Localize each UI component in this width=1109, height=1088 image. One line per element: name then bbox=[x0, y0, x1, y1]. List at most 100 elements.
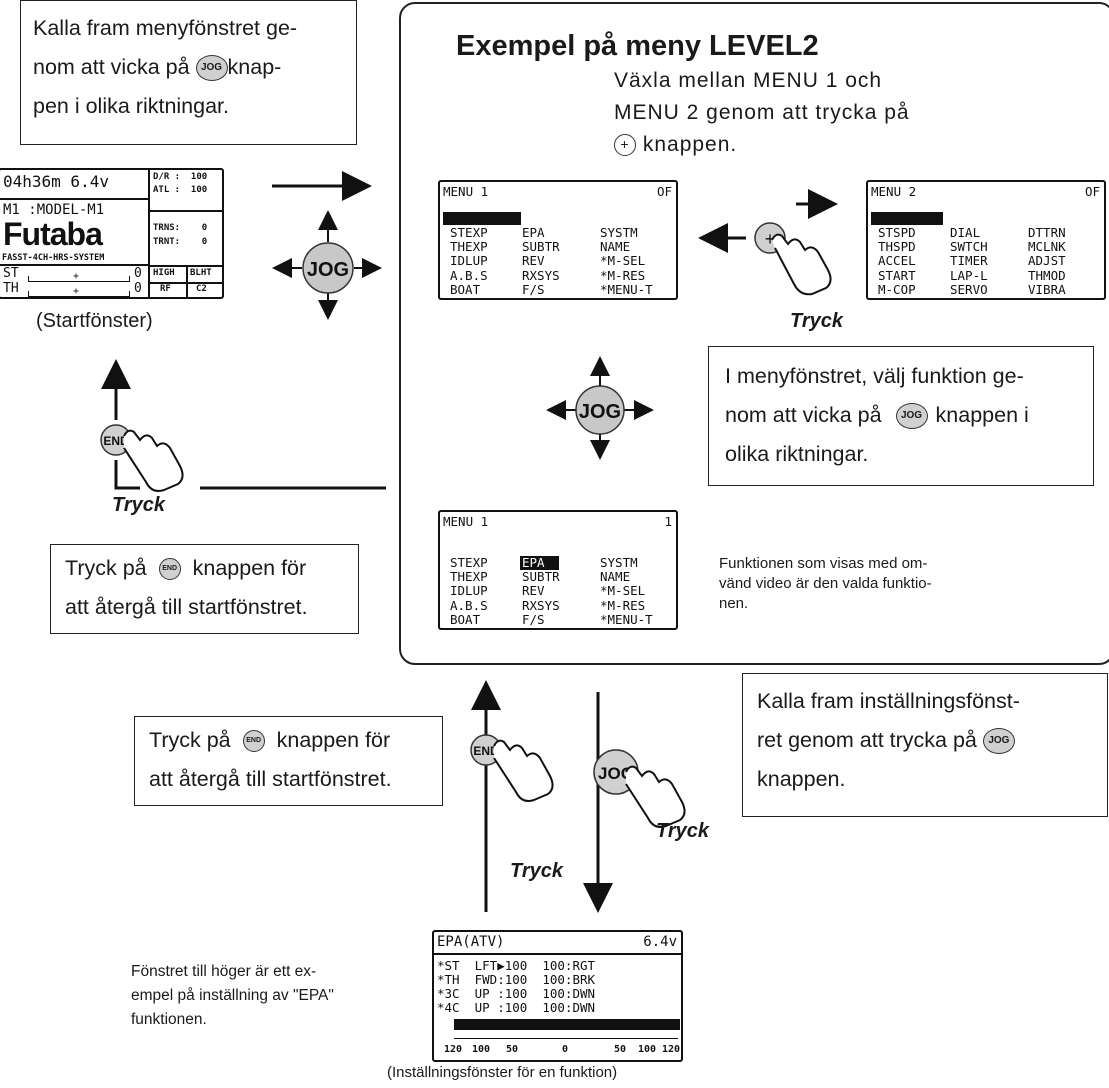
instruction-box-select-function: I menyfönstret, välj funktion ge- nom at… bbox=[708, 346, 1094, 486]
menu1-selected-status: 1 bbox=[664, 514, 672, 529]
start-screen-caption: (Startfönster) bbox=[36, 310, 153, 332]
svg-text:JOG: JOG bbox=[579, 401, 621, 423]
start-dr: D/R : 100 bbox=[153, 172, 208, 182]
menu-item[interactable]: SUBTR bbox=[522, 239, 560, 255]
menu2-status: OF bbox=[1084, 184, 1100, 199]
main-panel bbox=[399, 2, 1109, 665]
menu1-title: MENU 1 bbox=[443, 184, 489, 199]
start-model: M1 :MODEL-M1 bbox=[3, 202, 105, 218]
instruction-box-open-settings: Kalla fram inställningsfönst- ret genom … bbox=[742, 673, 1108, 817]
st-trim-bar bbox=[28, 276, 130, 282]
menu-item[interactable]: REV bbox=[522, 583, 545, 599]
start-high: HIGH bbox=[153, 268, 175, 278]
menu-item[interactable]: ACCEL bbox=[878, 253, 916, 269]
menu1-screen: MENU 1 OF STEXP EPA SYSTM THEXP SUBTR NAME IDL… bbox=[438, 180, 678, 300]
epa-scale-120r: 120 bbox=[662, 1044, 681, 1055]
epa-screen: EPA(ATV) 6.4v *ST LFT▶100 100:RGT *TH FW… bbox=[432, 930, 683, 1062]
end-button-press-icon: END bbox=[100, 424, 184, 492]
jog-button-icon: JOG bbox=[895, 403, 928, 430]
menu-item[interactable]: MCLNK bbox=[1028, 239, 1066, 255]
jog-button-icon: JOG bbox=[195, 55, 228, 82]
plus-button-press-icon: + bbox=[754, 222, 832, 296]
menu-item[interactable]: ADJST bbox=[1028, 253, 1066, 269]
menu-item[interactable]: VIBRA bbox=[1028, 281, 1066, 297]
start-th-value: 0 bbox=[134, 281, 142, 296]
epa-scale-100l: 100 bbox=[472, 1044, 491, 1055]
menu-item[interactable]: THEXP bbox=[450, 569, 488, 585]
start-screen: 04h36m 6.4v D/R : 100 ATL : 100 M1 :MODE… bbox=[0, 168, 224, 299]
menu-item[interactable]: SWTCH bbox=[950, 239, 988, 255]
tryck-label-plus: Tryck bbox=[790, 310, 844, 332]
start-time: 04h36m 6.4v bbox=[3, 172, 109, 191]
menu-item[interactable]: START bbox=[878, 267, 916, 283]
menu-item[interactable]: *M-SEL bbox=[600, 253, 646, 269]
menu-item[interactable]: THEXP bbox=[450, 239, 488, 255]
start-trns: TRNS: 0 bbox=[153, 223, 208, 233]
menu-item[interactable]: SYSTM bbox=[600, 225, 638, 240]
menu1-status: OF bbox=[656, 184, 672, 199]
svg-text:JOG: JOG bbox=[598, 764, 634, 783]
menu-item-selected[interactable]: EPA bbox=[520, 556, 559, 570]
menu-item[interactable]: STEXP bbox=[450, 555, 488, 570]
menu2-cursor bbox=[871, 212, 943, 225]
menu-item[interactable]: BOAT bbox=[450, 281, 481, 297]
epa-row: *ST LFT▶100 100:RGT bbox=[437, 958, 596, 973]
instruction-line: Kalla fram inställningsfönst- bbox=[757, 689, 1020, 713]
menu-item[interactable]: STEXP bbox=[450, 225, 488, 240]
instruction-line: I menyfönstret, välj funktion ge- bbox=[725, 364, 1024, 388]
menu-item[interactable]: RXSYS bbox=[522, 267, 560, 283]
menu-item[interactable]: *M-SEL bbox=[600, 583, 646, 599]
menu-item[interactable]: M-COP bbox=[878, 281, 916, 297]
jog-dial-icon: JOG bbox=[546, 356, 654, 460]
instruction-line: nom att vicka på bbox=[725, 403, 882, 427]
menu-item[interactable]: REV bbox=[522, 253, 545, 269]
menu-item[interactable]: IDLUP bbox=[450, 253, 488, 269]
instruction-line: att återgå till startfönstret. bbox=[149, 767, 392, 791]
panel-desc-line2: MENU 2 genom att trycka på bbox=[614, 101, 910, 124]
menu-item[interactable]: THMOD bbox=[1028, 267, 1066, 283]
instruction-line: knappen i bbox=[935, 403, 1029, 427]
inverse-video-note: Funktionen som visas med om- vänd video … bbox=[719, 555, 932, 612]
menu-item[interactable]: SUBTR bbox=[522, 569, 560, 585]
menu-item[interactable]: RXSYS bbox=[522, 597, 560, 613]
svg-text:END: END bbox=[103, 434, 129, 448]
menu-item[interactable]: *M-RES bbox=[600, 597, 646, 613]
instruction-box-open-menu: Kalla fram menyfönstret ge- nom att vick… bbox=[20, 0, 357, 145]
menu-item[interactable]: SYSTM bbox=[600, 555, 638, 570]
svg-text:END: END bbox=[473, 744, 499, 758]
svg-text:JOG: JOG bbox=[307, 259, 349, 281]
instruction-line: olika riktningar. bbox=[725, 442, 869, 466]
menu-item[interactable]: LAP-L bbox=[950, 267, 988, 283]
jog-button-icon: JOG bbox=[982, 728, 1015, 755]
menu-item[interactable]: TIMER bbox=[950, 253, 988, 269]
start-c2: C2 bbox=[196, 284, 207, 294]
menu-item[interactable]: *MENU-T bbox=[600, 281, 653, 297]
menu-item[interactable]: F/S bbox=[522, 281, 545, 297]
menu-item[interactable]: STSPD bbox=[878, 225, 916, 240]
menu-item[interactable]: NAME bbox=[600, 569, 631, 585]
epa-bar-left bbox=[454, 1019, 567, 1030]
epa-scale-120l: 120 bbox=[444, 1044, 463, 1055]
menu-item[interactable]: DTTRN bbox=[1028, 225, 1066, 240]
tryck-label-end-top: Tryck bbox=[112, 494, 166, 516]
menu-item[interactable]: A.B.S bbox=[450, 597, 488, 613]
panel-desc-line1: Växla mellan MENU 1 och bbox=[614, 69, 883, 92]
instruction-line: nom att vicka på bbox=[33, 55, 190, 79]
menu-item[interactable]: NAME bbox=[600, 239, 631, 255]
epa-note: Fönstret till höger är ett ex- empel på … bbox=[131, 963, 334, 1028]
menu-item[interactable]: *M-RES bbox=[600, 267, 646, 283]
menu-item[interactable]: EPA bbox=[522, 225, 545, 240]
end-button-icon: END bbox=[158, 558, 181, 581]
menu-item[interactable]: F/S bbox=[522, 611, 545, 627]
menu-item[interactable]: BOAT bbox=[450, 611, 481, 627]
menu-item[interactable]: THSPD bbox=[878, 239, 916, 255]
menu-item[interactable]: DIAL bbox=[950, 225, 981, 240]
start-th-label: TH bbox=[3, 281, 19, 296]
menu-item[interactable]: SERVO bbox=[950, 281, 988, 297]
epa-row: *4C UP :100 100:DWN bbox=[437, 1000, 596, 1015]
menu-item[interactable]: *MENU-T bbox=[600, 611, 653, 627]
menu-item[interactable]: IDLUP bbox=[450, 583, 488, 599]
menu-item[interactable]: A.B.S bbox=[450, 267, 488, 283]
